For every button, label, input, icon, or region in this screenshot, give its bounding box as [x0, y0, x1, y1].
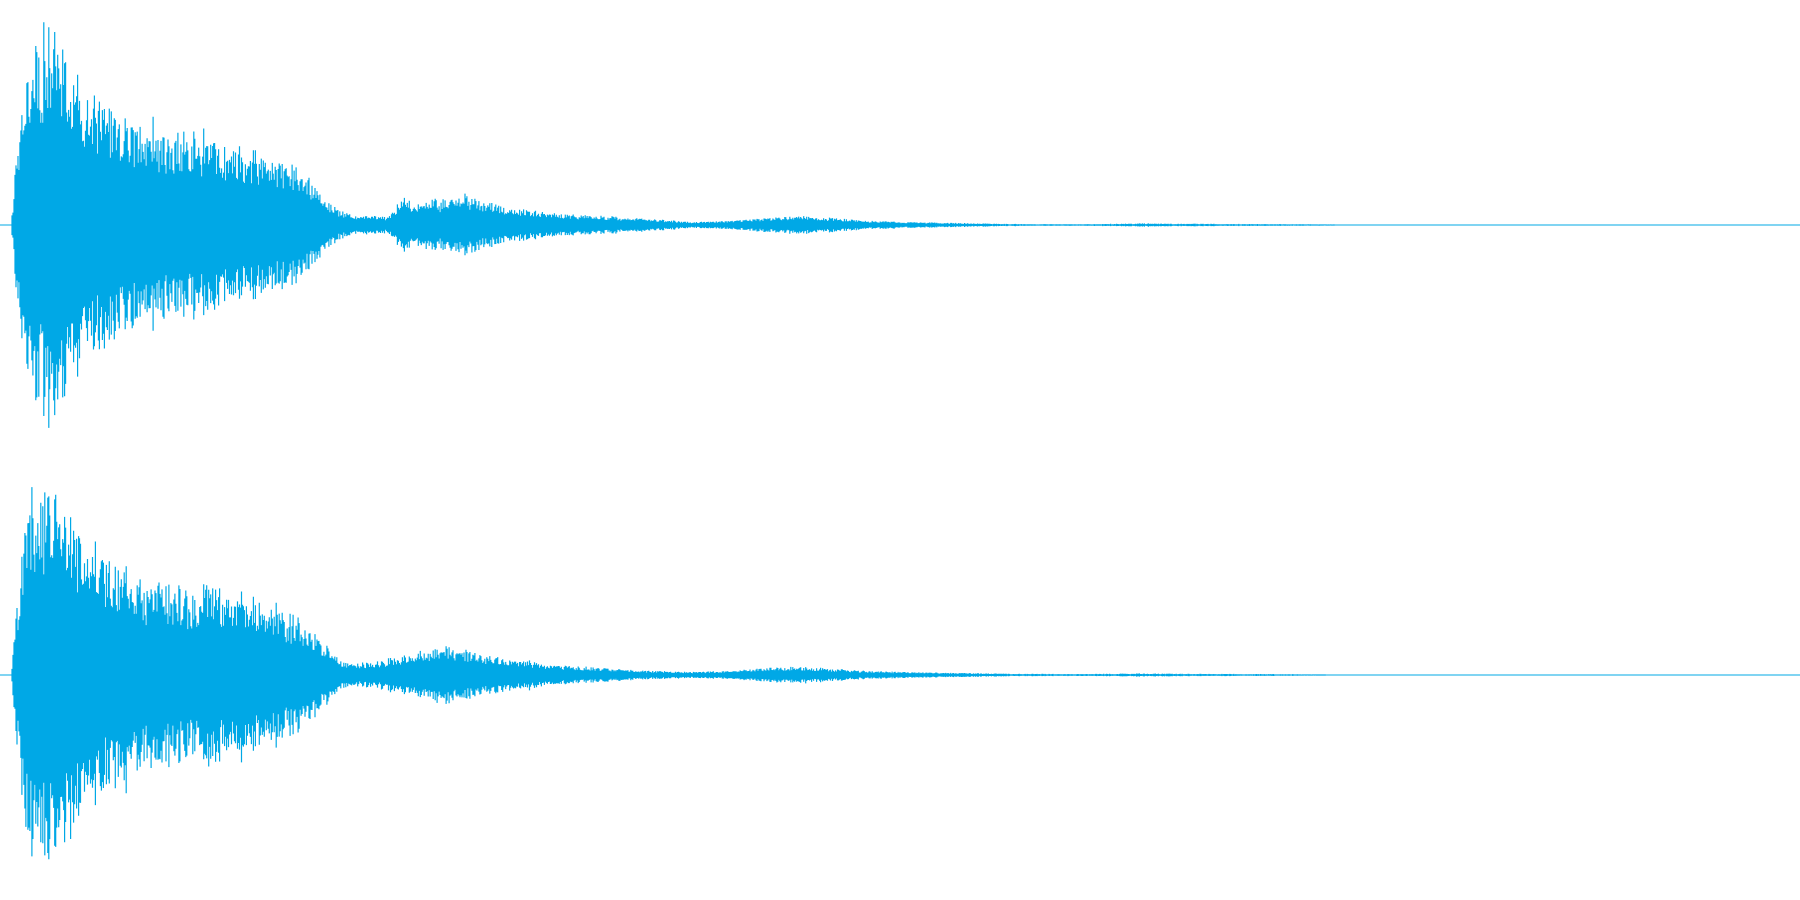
channel-2-waveform [0, 450, 1800, 900]
channel-1-waveform-path [11, 22, 1335, 428]
channel-1-waveform-svg [0, 22, 1800, 428]
channel-2-waveform-path [11, 487, 1326, 860]
channel-2-waveform-svg [0, 487, 1800, 860]
channel-1-waveform [0, 22, 1800, 428]
